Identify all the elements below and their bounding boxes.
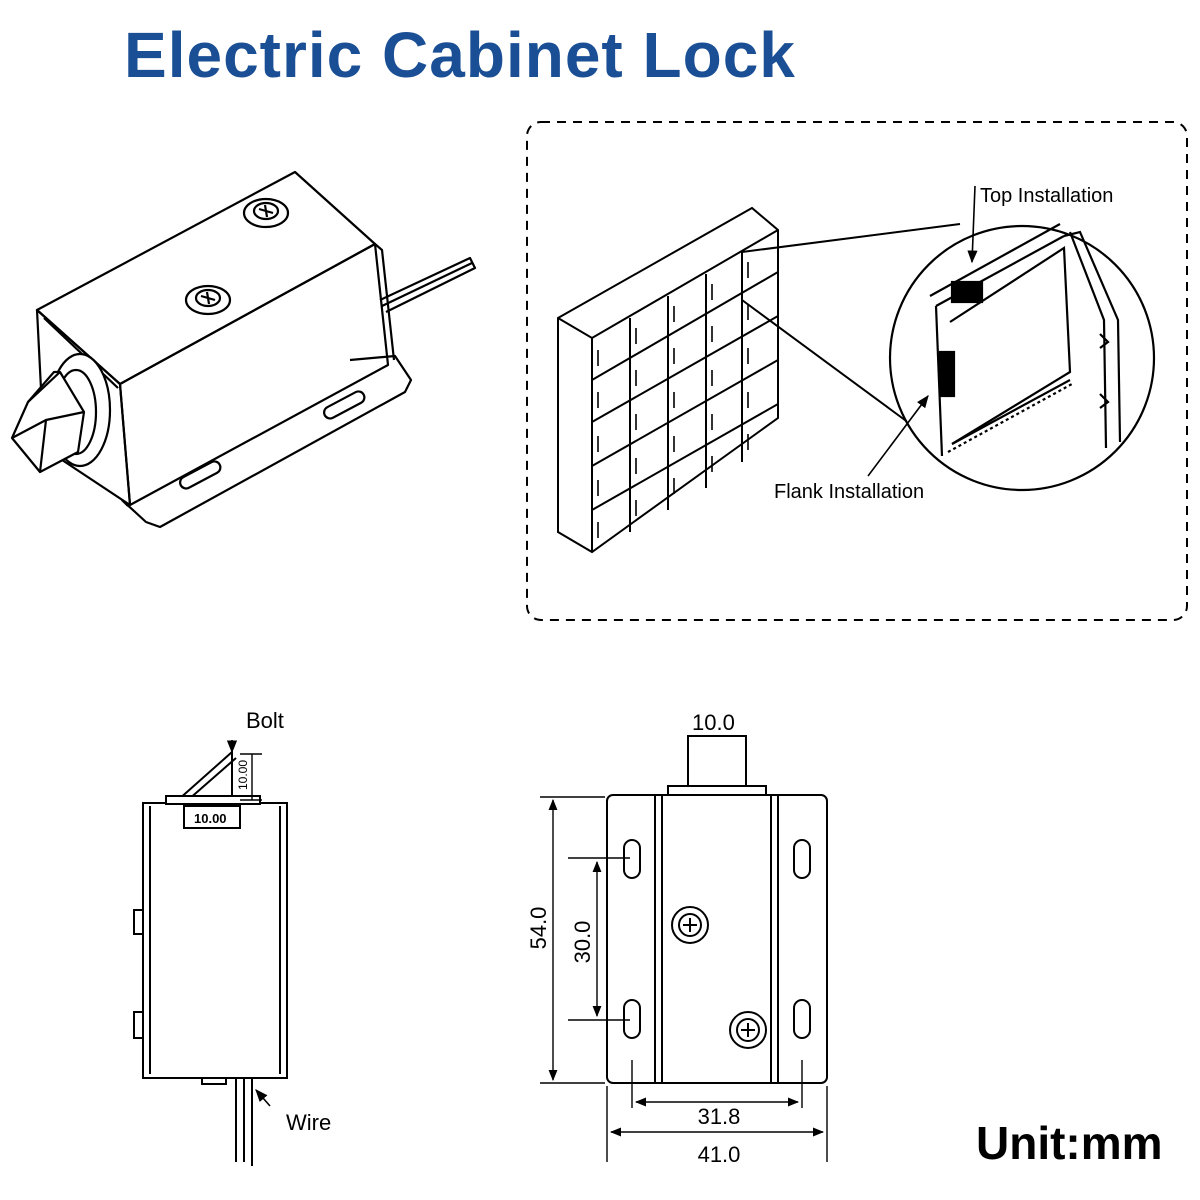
screw-icon: [671, 906, 709, 944]
wire-label: Wire: [286, 1110, 331, 1135]
latch-icon: [1099, 333, 1110, 349]
unit-label: Unit:mm: [976, 1117, 1163, 1169]
bolt-label: Bolt: [246, 708, 284, 733]
side-view-drawing: [133, 740, 288, 1166]
dimension-lines: [540, 796, 828, 1162]
mounting-slot-icon: [793, 999, 811, 1039]
bolt-height-dimension: 10.00: [236, 760, 250, 790]
front-view-drawing: [540, 735, 828, 1162]
installation-panel: Top Installation Flank Installation: [526, 121, 1188, 621]
flank-bracket-icon: [938, 350, 956, 398]
mounting-slot-icon: [793, 839, 811, 879]
magnified-detail-illustration: [888, 223, 1156, 492]
screw-icon: [729, 1011, 767, 1049]
magnifier-connector-lines: [741, 223, 961, 441]
vertical-hole-spacing-dimension: 30.0: [570, 921, 595, 964]
wire-illustration: [379, 256, 477, 313]
width-dimension: 41.0: [698, 1142, 741, 1167]
top-bracket-icon: [950, 280, 984, 304]
bolt-illustration: [10, 352, 112, 474]
cabinet-grid-illustration: [557, 206, 779, 554]
mounting-slot-icon: [623, 839, 641, 879]
screw-icon: [184, 284, 232, 316]
mounting-plate-illustration: [121, 354, 413, 529]
page-title: Electric Cabinet Lock: [124, 19, 796, 91]
front-bolt-width-dimension: 10.0: [692, 710, 735, 735]
horizontal-hole-spacing-dimension: 31.8: [698, 1104, 741, 1129]
screw-icon: [242, 197, 290, 229]
height-dimension: 54.0: [526, 907, 551, 950]
top-installation-label: Top Installation: [980, 185, 1113, 207]
installation-callout-arrows: [867, 185, 978, 477]
bolt-width-dimension: 10.00: [194, 811, 227, 826]
lock-isometric-illustration: [10, 170, 477, 529]
mounting-slot-icon: [623, 999, 641, 1039]
latch-icon: [1099, 393, 1110, 409]
flank-installation-label: Flank Installation: [774, 481, 924, 503]
